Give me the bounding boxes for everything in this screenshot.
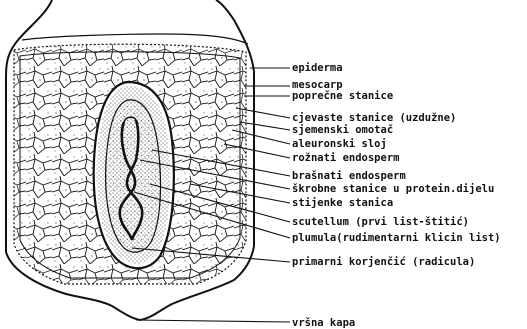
label-poprecne: poprečne stanice — [292, 90, 393, 102]
label-primarni: primarni korjenčić (radicula) — [292, 256, 475, 268]
label-plumula: plumula(rudimentarni klicin list) — [292, 232, 501, 244]
label-roznati: rožnati endosperm — [292, 152, 399, 164]
labels: epiderma mesocarp poprečne stanice cjeva… — [292, 62, 501, 329]
label-cjevaste: cjevaste stanice (uzdužne) — [292, 112, 456, 124]
label-vrsna: vršna kapa — [292, 317, 355, 329]
label-skrobne: škrobne stanice u protein.dijelu — [292, 183, 494, 195]
label-epiderma: epiderma — [292, 62, 343, 74]
label-stijenke: stijenke stanica — [292, 197, 393, 209]
leader-vrsna — [136, 320, 290, 322]
label-scutellum: scutellum (prvi list-štitić) — [292, 216, 469, 228]
label-aleuronski: aleuronski sloj — [292, 138, 387, 150]
label-sjemenski: sjemenski omotač — [292, 124, 393, 136]
label-brasnati: brašnati endosperm — [292, 170, 406, 182]
